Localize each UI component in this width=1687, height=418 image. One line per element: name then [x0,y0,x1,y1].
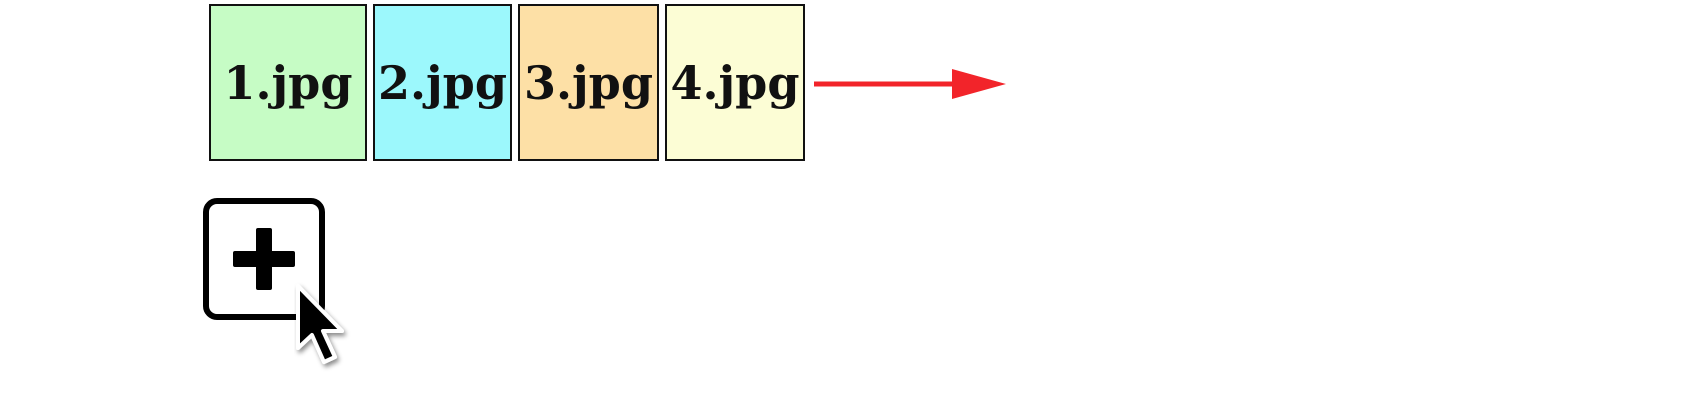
file-tile: 3.jpg [518,4,659,161]
mouse-pointer-icon [296,284,344,364]
file-tile: 2.jpg [373,4,512,161]
plus-icon [233,228,295,290]
file-name: 4.jpg [670,55,800,110]
file-name: 3.jpg [524,55,653,110]
right-arrow-icon [814,69,1006,99]
file-tile: 4.jpg [665,4,805,161]
file-name: 1.jpg [223,55,353,110]
file-name: 2.jpg [378,55,507,110]
file-tile: 1.jpg [209,4,367,161]
